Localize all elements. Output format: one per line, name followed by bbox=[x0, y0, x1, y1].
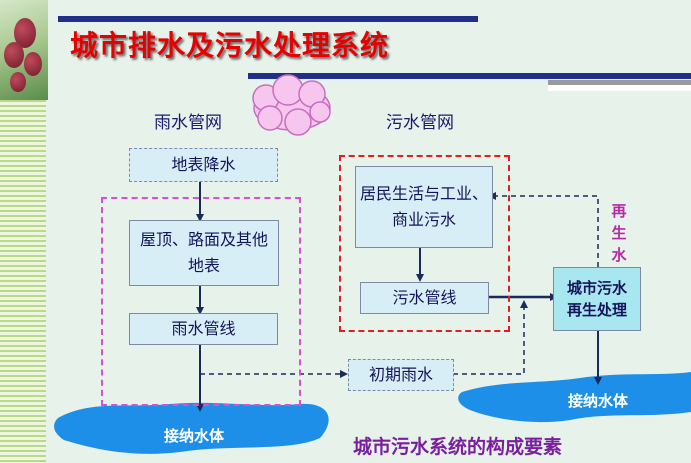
recycled-water-label: 再生水 bbox=[610, 200, 628, 266]
sewage-pipe-box: 污水管线 bbox=[360, 282, 489, 314]
residential-industrial-box: 居民生活与工业、商业污水 bbox=[355, 166, 493, 248]
cloud-icon bbox=[253, 75, 330, 135]
roof-road-box: 屋顶、路面及其他地表 bbox=[129, 220, 279, 286]
sewage-network-label: 污水管网 bbox=[386, 108, 454, 133]
surface-rain-box: 地表降水 bbox=[129, 148, 278, 182]
rain-pipe-box: 雨水管线 bbox=[129, 313, 278, 345]
receiving-water-right-label: 接纳水体 bbox=[568, 390, 628, 411]
receiving-water-left-label: 接纳水体 bbox=[164, 425, 224, 446]
rain-network-label: 雨水管网 bbox=[154, 108, 222, 133]
bottom-caption: 城市污水系统的构成要素 bbox=[353, 432, 562, 459]
initial-rain-box: 初期雨水 bbox=[348, 359, 454, 391]
treatment-plant-box: 城市污水再生处理 bbox=[553, 267, 641, 331]
